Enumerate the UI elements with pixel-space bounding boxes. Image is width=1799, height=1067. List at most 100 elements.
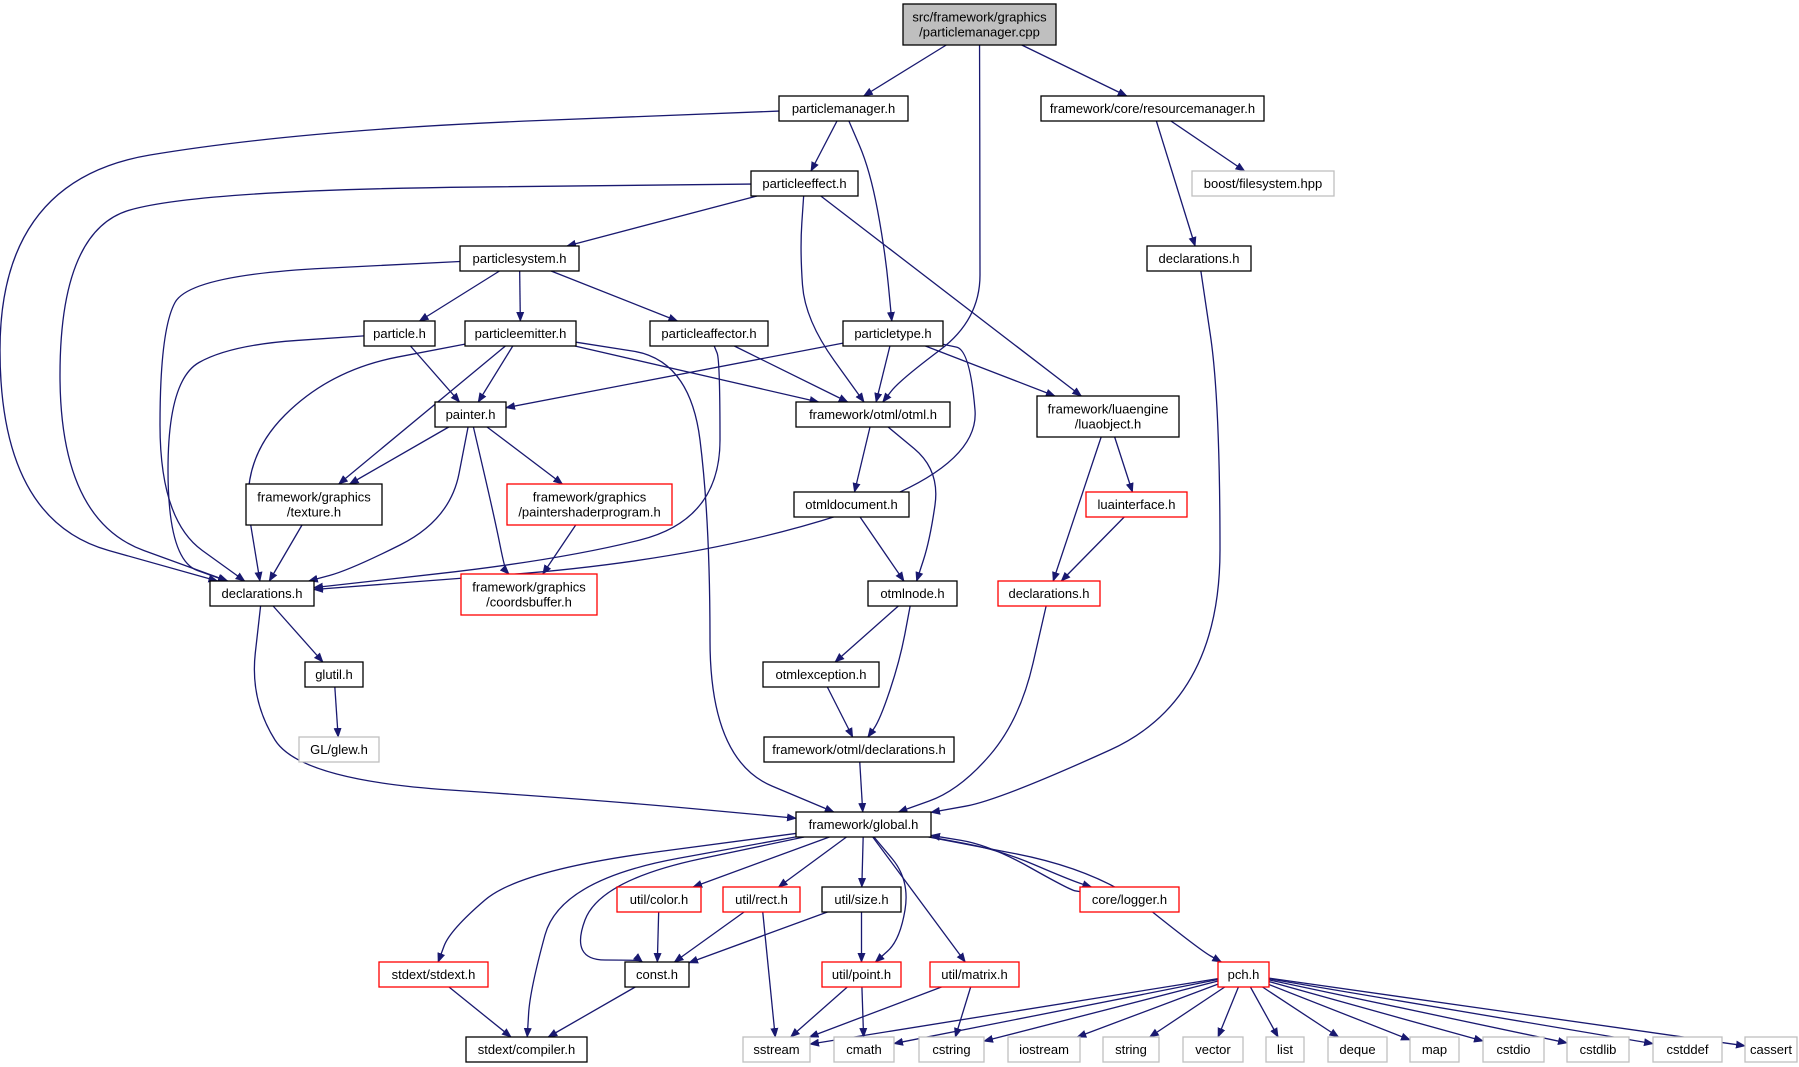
edge-pch_h-to-cstdlib [1268,979,1568,1045]
edge-point_h-to-cmath [859,986,868,1038]
node-label: deque [1339,1042,1375,1057]
node-vector: vector [1182,1036,1244,1063]
node-box [624,961,690,988]
node-label: src/framework/graphics [912,10,1047,25]
node-particleemitter-h[interactable]: particleemitter.h [464,320,577,347]
node-label: particlesystem.h [473,251,567,266]
edge-color_h-to-const_h [653,911,662,963]
node-box [1409,1036,1460,1063]
node-box [378,961,489,988]
node-stdext-h[interactable]: stdext/stdext.h [378,961,489,988]
node-label: particleeffect.h [762,176,846,191]
node-pch-h[interactable]: pch.h [1217,961,1270,988]
node-label: list [1277,1042,1293,1057]
edge-particlesystem_h-to-particleemitter_h [516,270,525,322]
node-label: otmlnode.h [880,586,944,601]
node-painter-h[interactable]: painter.h [434,401,507,428]
node-box [459,245,580,272]
node-label: core/logger.h [1092,892,1167,907]
node-box [833,1036,895,1063]
edge-global_h-to-rect_h [777,836,847,888]
node-matrix-h[interactable]: util/matrix.h [929,961,1020,988]
node-box [506,483,673,526]
edge-declarations_gfx-to-global_h [253,605,797,822]
edge-particleaffector_h-to-declarations_gfx [313,345,721,591]
node-resourcemanager-h[interactable]: framework/core/resourcemanager.h [1040,95,1265,122]
node-particle-h[interactable]: particle.h [363,320,436,347]
node-label: declarations.h [222,586,303,601]
edge-const_h-to-compiler_h [547,986,636,1038]
node-label: util/matrix.h [941,967,1007,982]
node-box [762,661,880,688]
node-label: stdext/stdext.h [392,967,476,982]
node-size-h[interactable]: util/size.h [821,886,902,913]
node-label: sstream [753,1042,799,1057]
edge-particleemitter_h-to-texture_h [337,345,506,485]
node-label: particleaffector.h [661,326,756,341]
node-box [902,3,1057,46]
node-compiler-h[interactable]: stdext/compiler.h [465,1036,588,1063]
node-particleaffector-h[interactable]: particleaffector.h [649,320,769,347]
node-coordsbuffer-h[interactable]: framework/graphics/coordsbuffer.h [460,573,598,616]
node-particlemanager-h[interactable]: particlemanager.h [778,95,909,122]
node-label: /texture.h [287,505,341,520]
node-box [1482,1036,1545,1063]
node-point-h[interactable]: util/point.h [821,961,902,988]
node-declarations-core[interactable]: declarations.h [1146,245,1252,272]
edge-luaobject_h-to-luainterface_h [1114,436,1134,493]
edge-paintershader_h-to-coordsbuffer_h [542,524,577,575]
node-luaobject-h[interactable]: framework/luaengine/luaobject.h [1036,395,1180,438]
node-cstdio: cstdio [1482,1036,1545,1063]
node-box [363,320,436,347]
node-label: particletype.h [854,326,931,341]
edge-pch_h-to-vector [1217,986,1240,1038]
node-otmldocument-h[interactable]: otmldocument.h [793,491,910,518]
node-label: /paintershaderprogram.h [518,505,660,520]
node-otml-h[interactable]: framework/otml/otml.h [795,401,951,428]
node-luainterface-h[interactable]: luainterface.h [1085,491,1188,518]
node-glutil-h[interactable]: glutil.h [304,661,364,688]
node-root[interactable]: src/framework/graphics/particlemanager.c… [902,3,1057,46]
node-particleeffect-h[interactable]: particleeffect.h [750,170,859,197]
edge-pch_h-to-deque [1262,986,1340,1038]
edge-matrix_h-to-sstream [808,986,942,1038]
node-string: string [1102,1036,1160,1063]
node-label: vector [1195,1042,1231,1057]
node-otmlexception-h[interactable]: otmlexception.h [762,661,880,688]
edge-particleemitter_h-to-global_h [575,341,835,813]
node-rect-h[interactable]: util/rect.h [722,886,801,913]
node-color-h[interactable]: util/color.h [616,886,702,913]
node-otmlnode-h[interactable]: otmlnode.h [867,580,958,607]
edge-declarations_core-to-global_h [930,270,1221,815]
node-logger-h[interactable]: core/logger.h [1079,886,1180,913]
node-box [867,580,958,607]
edge-particleemitter_h-to-declarations_gfx [247,343,466,582]
node-boost-filesystem: boost/filesystem.hpp [1191,170,1335,197]
edge-size_h-to-const_h [688,911,828,964]
node-texture-h[interactable]: framework/graphics/texture.h [245,483,383,526]
node-box [464,320,577,347]
edge-root-to-otml_h [882,44,981,403]
node-declarations-gfx[interactable]: declarations.h [209,580,315,607]
node-label: cassert [1750,1042,1792,1057]
node-declarations-lua[interactable]: declarations.h [997,580,1101,607]
node-box [434,401,507,428]
node-label: boost/filesystem.hpp [1204,176,1323,191]
edge-particletype_h-to-painter_h [505,342,844,410]
edge-particlemanager_h-to-particleeffect_h [810,120,838,172]
node-label: /coordsbuffer.h [486,595,572,610]
node-const-h[interactable]: const.h [624,961,690,988]
edge-matrix_h-to-cstring [954,986,972,1038]
node-otml-declarations-h[interactable]: framework/otml/declarations.h [763,736,955,763]
edge-stdext_h-to-compiler_h [448,986,512,1038]
node-label: framework/graphics [472,580,586,595]
node-particletype-h[interactable]: particletype.h [842,320,944,347]
node-paintershader-h[interactable]: framework/graphics/paintershaderprogram.… [506,483,673,526]
node-sstream: sstream [742,1036,811,1063]
node-box [209,580,315,607]
edge-painter_h-to-texture_h [348,426,450,485]
edge-pch_h-to-sstream [809,977,1219,1047]
node-particlesystem-h[interactable]: particlesystem.h [459,245,580,272]
node-box [1191,170,1335,197]
node-global-h[interactable]: framework/global.h [795,811,932,838]
